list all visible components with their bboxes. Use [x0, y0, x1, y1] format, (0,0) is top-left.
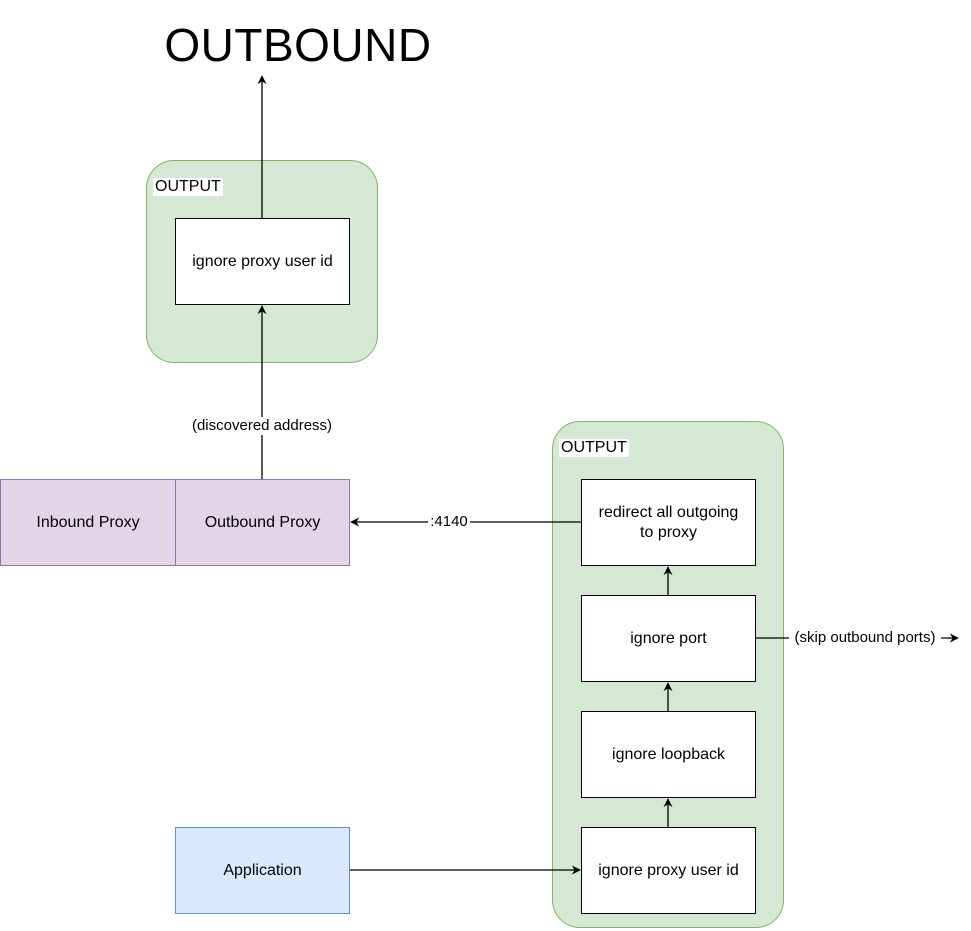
application-box[interactable]: Application — [175, 827, 350, 914]
ignore-loopback-box[interactable]: ignore loopback — [581, 711, 756, 798]
top-ignore-proxy-user-id-box[interactable]: ignore proxy user id — [175, 218, 350, 305]
discovered-address-label: (discovered address) — [186, 417, 338, 435]
port-4140-label: :4140 — [428, 513, 470, 531]
ignore-port-box[interactable]: ignore port — [581, 595, 756, 682]
top-output-group-label: OUTPUT — [153, 178, 223, 196]
bottom-ignore-proxy-user-id-box[interactable]: ignore proxy user id — [581, 827, 756, 914]
right-output-group-label: OUTPUT — [559, 439, 629, 457]
skip-outbound-ports-label: (skip outbound ports) — [789, 629, 941, 647]
outbound-title: OUTBOUND — [164, 19, 432, 71]
inbound-proxy-box[interactable]: Inbound Proxy — [0, 479, 176, 566]
redirect-to-proxy-box[interactable]: redirect all outgoing to proxy — [581, 479, 756, 566]
outbound-proxy-box[interactable]: Outbound Proxy — [175, 479, 350, 566]
